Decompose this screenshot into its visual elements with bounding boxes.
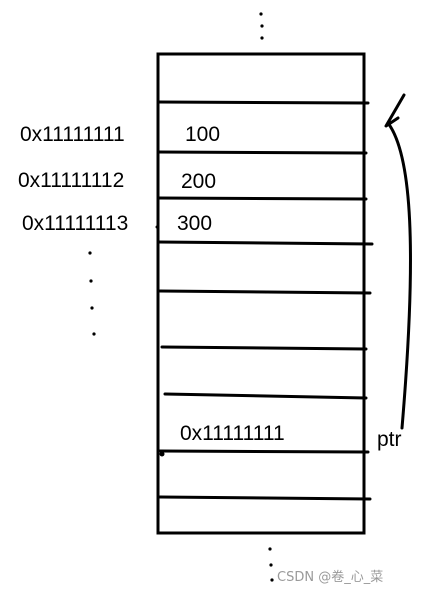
pointer-arrow-head [384, 93, 406, 128]
cell-value-2: 200 [181, 170, 216, 193]
cell-divider [163, 392, 368, 400]
address-label-2: 0x11111112 [18, 169, 124, 192]
pointer-arrow [384, 93, 412, 430]
bottom-ellipsis [268, 547, 274, 582]
watermark-text: CSDN @卷_心_菜 [277, 569, 383, 585]
cell-divider [158, 289, 372, 295]
cell-divider [158, 495, 372, 501]
cell-divider [156, 150, 368, 155]
pointer-label: ptr [377, 428, 402, 451]
cell-dividers [156, 100, 374, 501]
cell-value-1: 100 [185, 123, 220, 146]
address-separator-dot [155, 225, 159, 229]
cell-divider [158, 449, 370, 454]
cell-divider [156, 196, 368, 201]
pointer-cell-dot [159, 451, 165, 457]
address-label-3: 0x11111113 [22, 212, 128, 235]
address-label-1: 0x11111111 [20, 123, 125, 146]
cell-divider [160, 345, 368, 351]
left-ellipsis [88, 251, 96, 336]
cell-value-3: 300 [177, 212, 212, 235]
cell-divider [156, 240, 374, 246]
top-ellipsis [259, 12, 264, 40]
pointer-arrow-shaft [386, 121, 412, 430]
cell-divider [156, 100, 370, 105]
pointer-cell-value: 0x11111111 [180, 422, 285, 445]
